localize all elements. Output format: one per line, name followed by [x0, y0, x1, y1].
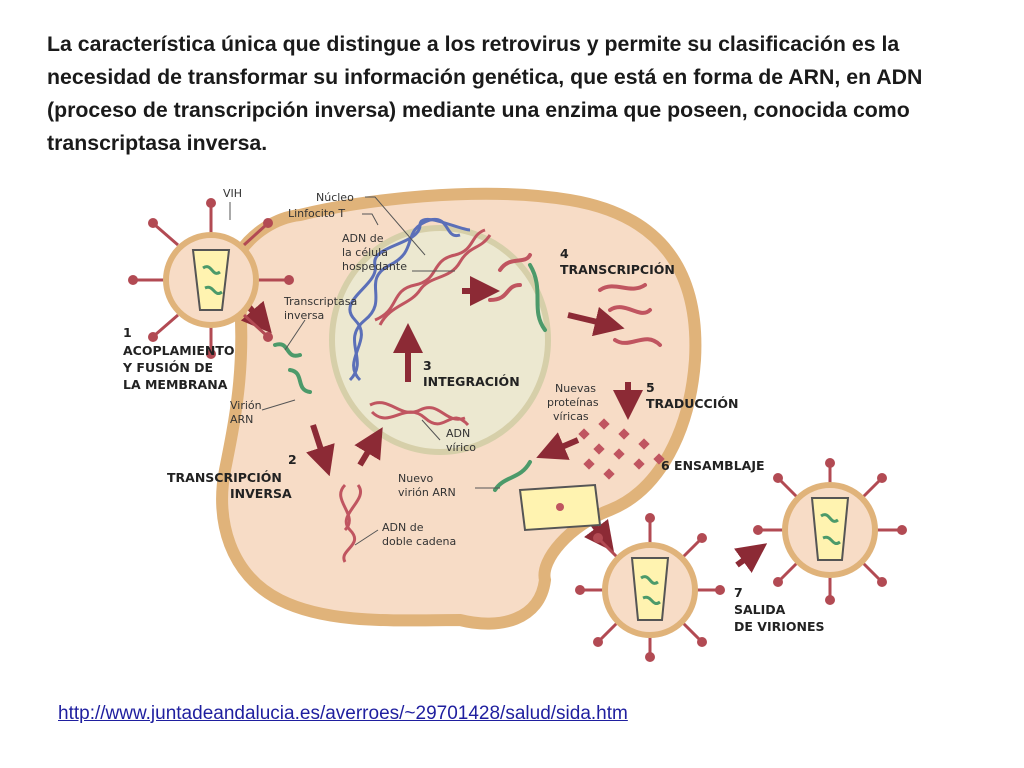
step-6: 6 ENSAMBLAJE — [661, 458, 765, 473]
virus-free — [753, 458, 907, 605]
step-5-line-1: TRADUCCIÓN — [646, 396, 738, 411]
step-1-line-3: LA MEMBRANA — [123, 377, 228, 392]
integrated-dna-helix — [374, 228, 492, 326]
step-1-line-1: ACOPLAMIENTO — [123, 343, 235, 358]
label-nuevo-virion-2: virión ARN — [398, 486, 456, 499]
label-vih: VIH — [223, 187, 242, 200]
label-nuevas-2: proteínas — [547, 396, 599, 409]
step-7-number: 7 — [734, 585, 743, 600]
label-virion-arn-1: Virión — [230, 399, 262, 412]
step-3-line-1: INTEGRACIÓN — [423, 374, 520, 389]
step-5-number: 5 — [646, 380, 655, 395]
label-adn-doble-2: doble cadena — [382, 535, 456, 548]
step-3-number: 3 — [423, 358, 432, 373]
double-strand-dna-2 — [342, 484, 362, 563]
step-2-number: 2 — [288, 452, 297, 467]
label-adn-host-1: ADN de — [342, 232, 384, 245]
label-transcriptasa-2: inversa — [284, 309, 324, 322]
virus-hiv-entering — [128, 198, 294, 359]
step-7-line-2: DE VIRIONES — [734, 619, 825, 634]
label-nuevas-3: víricas — [553, 410, 589, 423]
label-nucleo: Núcleo — [316, 191, 354, 204]
label-adn-doble-1: ADN de — [382, 521, 424, 534]
step-4-line-1: TRANSCRIPCIÓN — [560, 262, 675, 277]
intro-text: La característica única que distingue a … — [47, 32, 923, 155]
label-nuevo-virion-1: Nuevo — [398, 472, 433, 485]
step-4-number: 4 — [560, 246, 569, 261]
step-1-line-2: Y FUSIÓN DE — [122, 360, 213, 375]
source-link[interactable]: http://www.juntadeandalucia.es/averroes/… — [58, 703, 628, 724]
label-adn-host-2: la célula — [342, 246, 388, 259]
label-nuevas-1: Nuevas — [555, 382, 596, 395]
viral-proteins — [578, 418, 665, 480]
leader-lines — [229, 196, 500, 546]
viral-dna-strand — [369, 401, 466, 421]
label-adn-virico-1: ADN — [446, 427, 470, 440]
host-dna-helix — [348, 217, 471, 382]
virus-exiting — [575, 513, 725, 662]
viral-dna-strand-2 — [370, 410, 470, 427]
label-transcriptasa-1: Transcriptasa — [283, 295, 357, 308]
virus-budding — [518, 483, 602, 532]
step-2-line-1: TRANSCRIPCIÓN — [167, 470, 282, 485]
label-linfocito: Linfocito T — [288, 207, 345, 220]
step-2-line-2: INVERSA — [230, 486, 292, 501]
step-1-number: 1 — [123, 325, 132, 340]
label-virion-arn-2: ARN — [230, 413, 253, 426]
label-adn-virico-2: vírico — [446, 441, 476, 454]
step-7-line-1: SALIDA — [734, 602, 786, 617]
label-adn-host-3: hospedante — [342, 260, 407, 273]
